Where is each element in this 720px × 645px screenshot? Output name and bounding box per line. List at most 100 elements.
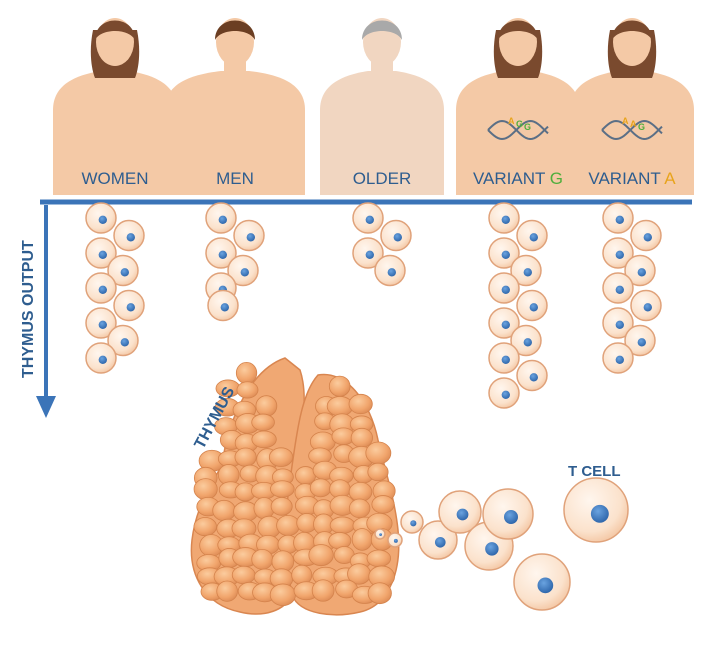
nucleus <box>523 338 532 347</box>
thymus-lobule <box>365 441 392 465</box>
nucleus <box>637 338 646 347</box>
cell <box>602 202 634 234</box>
cell <box>85 272 117 304</box>
thymus-lobule <box>309 478 332 498</box>
nucleus <box>246 233 255 242</box>
thymus-lobule <box>234 447 257 467</box>
cell <box>602 342 634 374</box>
cell <box>418 520 458 560</box>
hair-top <box>498 20 538 40</box>
cell <box>488 202 520 234</box>
cell <box>205 237 237 269</box>
cell <box>488 272 520 304</box>
cell <box>352 202 384 234</box>
cell <box>510 324 542 357</box>
nucleus <box>120 338 129 347</box>
torso <box>53 71 177 195</box>
cell <box>387 532 403 548</box>
cell <box>438 490 482 534</box>
cell <box>510 254 542 287</box>
thymus-lobule <box>231 565 256 585</box>
nucleus <box>501 285 510 294</box>
nucleus <box>126 233 135 242</box>
nucleus <box>504 510 518 524</box>
nucleus <box>501 250 510 259</box>
nucleus <box>218 215 227 224</box>
cell <box>233 219 265 252</box>
cell-column-women <box>85 202 145 374</box>
nucleus <box>501 390 510 399</box>
cell <box>207 289 239 322</box>
nucleus <box>98 285 108 294</box>
thymus-lobule <box>193 517 217 537</box>
nucleus <box>590 504 609 523</box>
cell <box>488 377 520 409</box>
nucleus <box>529 303 538 312</box>
cell <box>602 307 634 339</box>
figure-men: MEN <box>165 18 305 195</box>
thymus-lobule <box>216 580 238 602</box>
dna-base-letter: A <box>508 116 515 126</box>
nucleus <box>501 355 510 364</box>
figure-older: OLDER <box>320 18 444 195</box>
dna-base-letter: G <box>524 122 531 132</box>
thymus-lobule <box>212 499 236 522</box>
nucleus <box>393 538 398 543</box>
hair-top <box>215 20 255 40</box>
nucleus <box>126 303 135 312</box>
cell <box>488 307 520 339</box>
nucleus <box>98 355 108 364</box>
nucleus <box>410 520 417 527</box>
thymus-lobule <box>329 516 356 534</box>
cell <box>374 254 406 287</box>
nucleus <box>615 320 624 329</box>
cell-column-older <box>352 202 412 287</box>
thymus-lobule <box>270 497 293 516</box>
cell <box>380 219 412 252</box>
variant-letter: A <box>664 169 676 188</box>
nucleus <box>387 268 396 277</box>
cell <box>227 254 259 287</box>
cell <box>374 528 386 540</box>
nucleus <box>434 536 446 548</box>
thymus-lobule <box>348 393 373 415</box>
nucleus <box>379 533 382 536</box>
hair-top <box>612 20 652 40</box>
cell <box>107 324 139 357</box>
cell <box>482 488 534 540</box>
cell <box>107 254 139 287</box>
nucleus <box>365 215 374 224</box>
torso <box>320 71 444 195</box>
nucleus <box>98 215 108 224</box>
thymus-lobule <box>269 583 296 607</box>
thymus-lobule <box>251 548 274 570</box>
thymus-lobule <box>193 478 218 501</box>
t-cell-label: T CELL <box>568 463 621 480</box>
group-label: WOMEN <box>81 169 148 188</box>
thymus-lobule <box>328 532 352 550</box>
nucleus <box>615 285 624 294</box>
cell <box>630 289 662 322</box>
nucleus <box>529 373 538 382</box>
cell <box>516 289 548 322</box>
cell <box>516 359 548 392</box>
thymus-lobule <box>348 481 373 502</box>
axis-label: THYMUS OUTPUT <box>20 240 37 378</box>
thymus-lobule <box>268 447 294 467</box>
thymus-lobule <box>328 375 351 397</box>
thymus-lobule <box>348 498 371 519</box>
thymus-lobule <box>308 544 334 567</box>
nucleus <box>218 250 227 259</box>
nucleus <box>98 320 108 329</box>
variant-letter: G <box>550 169 563 188</box>
axis-arrowhead <box>36 396 56 418</box>
nucleus <box>529 233 538 242</box>
hair-top <box>95 20 135 40</box>
cell <box>624 324 656 357</box>
group-label: MEN <box>216 169 254 188</box>
thymus-lobule <box>366 549 392 568</box>
nucleus <box>615 355 624 364</box>
